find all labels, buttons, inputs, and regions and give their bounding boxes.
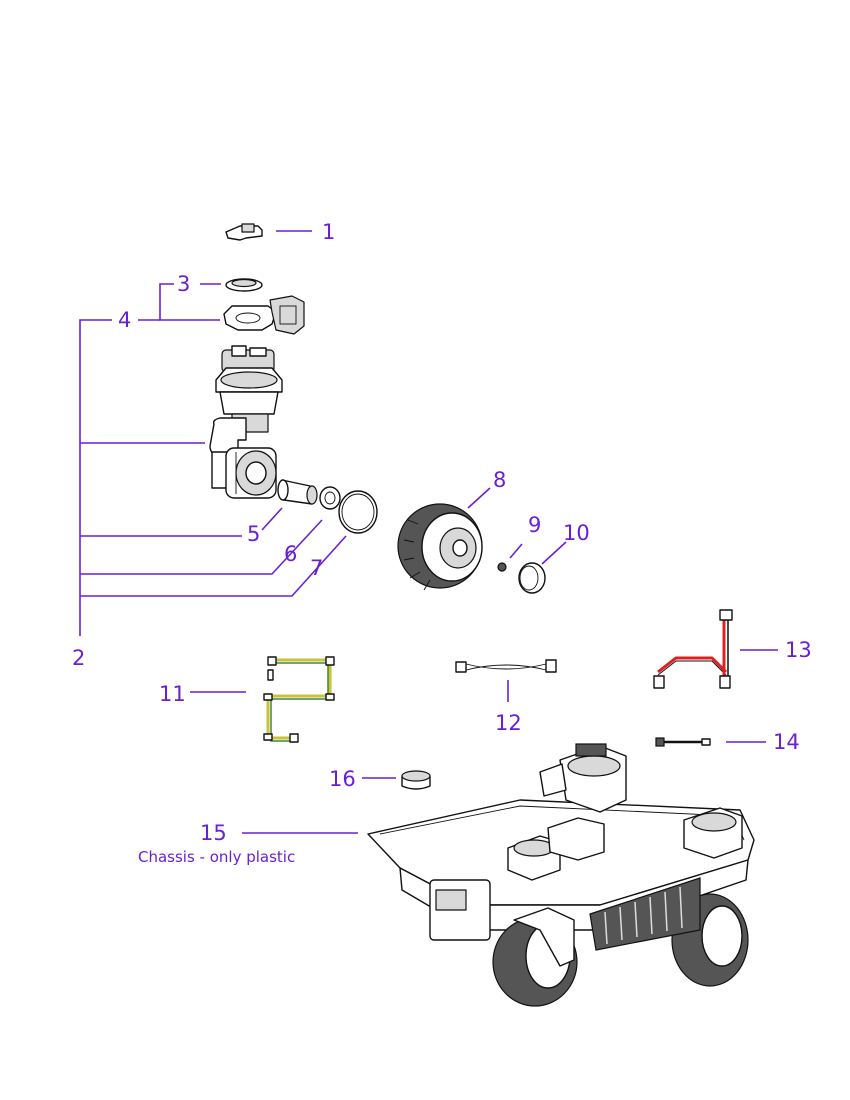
- callout-4: 4: [118, 308, 131, 332]
- callout-15-caption: Chassis - only plastic: [138, 848, 295, 866]
- callout-2: 2: [72, 646, 85, 670]
- part-5-motor: [277, 479, 318, 505]
- part-11-wiring-harness: [263, 656, 335, 743]
- part-14-short-cable: [655, 737, 711, 747]
- part-3-bearing-ring: [225, 278, 263, 292]
- callout-13: 13: [785, 638, 812, 662]
- callout-10: 10: [563, 521, 590, 545]
- callout-5: 5: [247, 522, 260, 546]
- part-12-cable: [455, 659, 557, 673]
- callout-3: 3: [177, 272, 190, 296]
- callout-6: 6: [284, 542, 297, 566]
- part-9-nut: [497, 562, 507, 572]
- part-6-gasket: [319, 486, 341, 510]
- callout-7: 7: [310, 556, 323, 580]
- part-16-cap: [401, 770, 431, 790]
- callout-labels: 1 3 4 5 6 7 2 8 9 10 11 12 13 14 15 Chas…: [72, 220, 812, 866]
- part-15-chassis: [367, 743, 755, 1007]
- leader-lines: [79, 230, 778, 834]
- part-7-o-ring: [338, 490, 378, 534]
- part-8-wheel: [397, 503, 483, 591]
- part-2-motor-assembly: [209, 345, 283, 499]
- callout-8: 8: [493, 468, 506, 492]
- callout-1: 1: [322, 220, 335, 244]
- part-1-clip: [225, 223, 263, 241]
- callout-14: 14: [773, 730, 800, 754]
- callout-12: 12: [495, 711, 522, 735]
- callout-11: 11: [159, 682, 186, 706]
- part-13-red-cable: [653, 609, 733, 689]
- callout-15: 15: [200, 821, 227, 845]
- part-10-hub-cap: [518, 562, 546, 594]
- callout-16: 16: [329, 767, 356, 791]
- callout-9: 9: [528, 513, 541, 537]
- part-4-steering-bracket: [223, 295, 305, 335]
